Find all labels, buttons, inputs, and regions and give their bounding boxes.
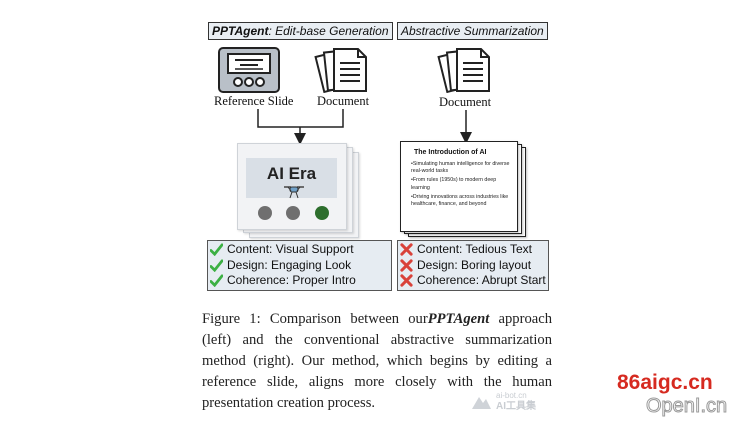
- right-header: Abstractive Summarization: [397, 22, 548, 40]
- cross-icon: [400, 259, 413, 272]
- check-icon: [210, 243, 223, 257]
- gray-dot-2: [286, 206, 300, 220]
- left-header: PPTAgent: Edit-base Generation: [208, 22, 393, 40]
- summary-bullet: •Driving innovations across industries l…: [411, 193, 509, 208]
- result-text: Coherence: Proper Intro: [227, 273, 356, 287]
- left-header-rest: : Edit-base Generation: [268, 24, 389, 38]
- document-icon-right: [437, 48, 490, 93]
- result-row: Design: Boring layout: [398, 258, 548, 274]
- document-label-left: Document: [317, 94, 370, 108]
- watermark-logo-icon: [472, 397, 491, 409]
- result-row: Content: Visual Support: [208, 242, 391, 258]
- figure-caption: Figure 1: Comparison between ourPPTAgent…: [202, 309, 552, 414]
- left-header-bold: PPTAgent: [212, 24, 269, 38]
- ai-era-slide: AI Era: [237, 143, 347, 230]
- watermark-center-top: ai-bot.cn: [496, 391, 527, 400]
- document-icon-left: [314, 48, 367, 93]
- result-text: Design: Boring layout: [417, 257, 532, 272]
- caption-emph: PPTAgent: [427, 311, 490, 327]
- reference-slide-label: Reference Slide: [214, 94, 294, 108]
- result-row: Coherence: Proper Intro: [208, 273, 391, 289]
- result-text: Content: Visual Support: [227, 242, 354, 256]
- caption-part2: approach (left) and the conventional abs…: [202, 311, 552, 411]
- result-text: Content: Tedious Text: [417, 242, 532, 256]
- right-results-box: Content: Tedious Text Design: Boring lay…: [397, 240, 549, 291]
- check-icon: [210, 274, 223, 288]
- ai-era-title: AI Era: [266, 164, 317, 183]
- gray-dot-1: [258, 206, 272, 220]
- cross-icon: [400, 243, 413, 256]
- result-row: Design: Engaging Look: [208, 258, 391, 274]
- watermark-center-bottom: AI工具集: [496, 401, 536, 412]
- cross-icon: [400, 274, 413, 287]
- green-dot: [315, 206, 329, 220]
- summary-bullet: •Simulating human intelligence for diver…: [411, 161, 510, 175]
- summary-slide: The Introduction of AI •Simulating human…: [400, 141, 518, 232]
- watermark-86aigc: 86aigc.cn: [617, 371, 713, 394]
- result-text: Design: Engaging Look: [227, 257, 352, 272]
- watermark-openi: OpenI.cn: [645, 395, 728, 417]
- check-icon: [210, 259, 223, 272]
- summary-slide-title: The Introduction of AI: [414, 149, 487, 156]
- summary-bullet: •From rules (1950s) to modern deep learn…: [411, 177, 497, 191]
- summary-bullets: •Simulating human intelligence for diver…: [411, 161, 515, 208]
- result-row: Coherence: Abrupt Start: [398, 273, 548, 289]
- result-text: Coherence: Abrupt Start: [417, 273, 546, 287]
- result-row: Content: Tedious Text: [398, 242, 548, 258]
- drone-icon: [284, 186, 304, 199]
- document-label-right: Document: [439, 95, 492, 109]
- reference-slide-icon: [218, 47, 280, 93]
- caption-part1: Figure 1: Comparison between our: [202, 311, 428, 327]
- left-results-box: Content: Visual Support Design: Engaging…: [207, 240, 392, 291]
